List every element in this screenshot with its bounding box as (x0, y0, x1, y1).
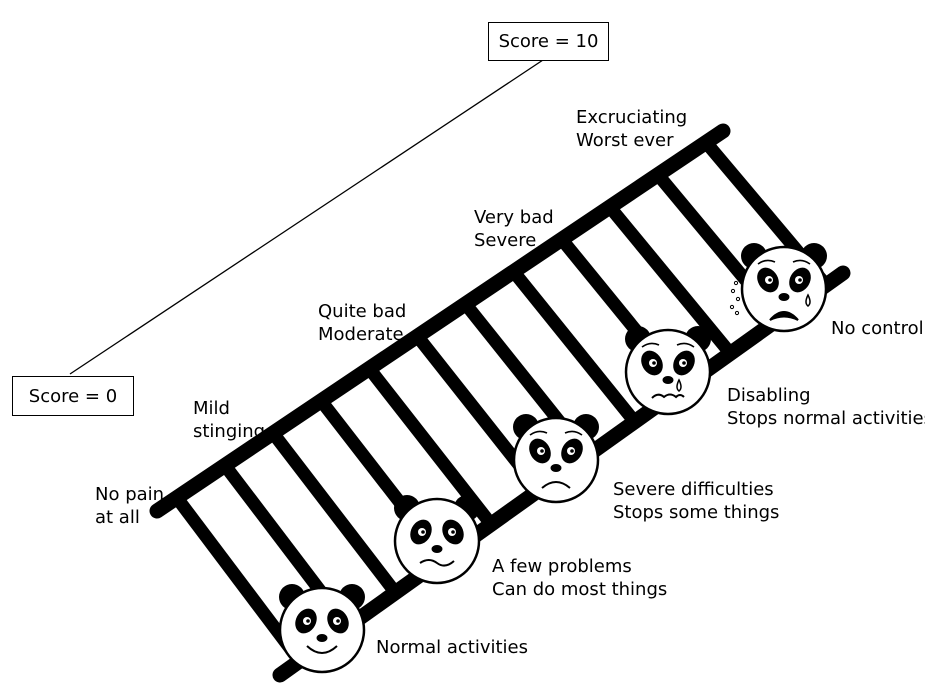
panda-pupil-right (451, 530, 455, 534)
score-top-box: Score = 10 (488, 22, 609, 61)
activity-label-line2: Can do most things (492, 579, 668, 600)
panda-head (624, 328, 712, 416)
activity-label-line1: Disabling (727, 385, 811, 406)
pain-label-excruciating: Excruciating Worst ever (576, 106, 687, 152)
pain-label-line2: Worst ever (576, 130, 674, 151)
activity-label-line1: Normal activities (376, 637, 528, 658)
panda-pupil-left (652, 361, 656, 365)
activity-label-line1: A few problems (492, 556, 632, 577)
sweat-drop-icon (730, 288, 736, 294)
panda-faces (278, 243, 828, 674)
panda-face-no-control (729, 243, 828, 333)
pain-label-line1: Excruciating (576, 107, 688, 128)
panda-pupil-left (768, 278, 772, 282)
panda-pupil-right (798, 278, 802, 282)
panda-head (393, 497, 481, 585)
panda-mouth (306, 645, 338, 654)
activity-label-severe-difficulties: Severe difficulties Stops some things (613, 478, 779, 524)
panda-nose (550, 464, 562, 472)
panda-pupil-right (682, 361, 686, 365)
panda-nose (662, 376, 674, 384)
activity-label-line1: Severe difficulties (613, 479, 774, 500)
panda-head (278, 586, 366, 674)
panda-mouth (769, 311, 799, 321)
pain-label-no-pain: No pain at all (95, 483, 164, 529)
pain-label-line2: Moderate (318, 324, 404, 345)
panda-face-few-problems (393, 495, 481, 585)
panda-brow-right (792, 259, 811, 265)
pain-label-line1: Quite bad (318, 301, 407, 322)
ladder-rung (604, 202, 736, 358)
panda-brow-left (641, 342, 660, 348)
pain-label-line2: Severe (474, 230, 537, 251)
sweat-drop-icon (733, 280, 739, 286)
pain-label-severe: Very bad Severe (474, 206, 554, 252)
activity-label-line1: No control (831, 318, 924, 339)
panda-face-disabling (624, 326, 712, 416)
pain-label-line1: Very bad (474, 207, 554, 228)
panda-pupil-left (540, 449, 544, 453)
activity-label-line2: Stops some things (613, 502, 780, 523)
activity-label-normal: Normal activities (376, 636, 528, 659)
panda-nose (431, 545, 443, 553)
panda-pupil-right (336, 619, 340, 623)
panda-mouth (651, 393, 685, 399)
pain-label-moderate: Quite bad Moderate (318, 300, 406, 346)
sweat-drop-icon (734, 310, 740, 316)
pain-label-mild: Mild stinging (193, 397, 265, 443)
panda-mouth (541, 481, 571, 489)
panda-pupil-left (421, 530, 425, 534)
score-connector-line (69, 55, 550, 375)
score-bottom-box: Score = 0 (12, 376, 134, 416)
tear-drop-icon (805, 293, 811, 307)
panda-head (512, 416, 600, 504)
panda-face-normal-activities (278, 584, 366, 674)
pain-label-line2: stinging (193, 421, 266, 442)
panda-mouth (419, 559, 455, 567)
panda-brow-left (529, 430, 548, 436)
activity-label-line2: Stops normal activities (727, 408, 925, 429)
tear-drop-icon (676, 378, 682, 392)
panda-nose (316, 634, 328, 642)
ladder-rung (267, 429, 401, 597)
panda-pupil-left (306, 619, 310, 623)
activity-label-few-problems: A few problems Can do most things (492, 555, 667, 601)
pain-label-line1: Mild (193, 398, 230, 419)
ladder-rung (508, 267, 640, 426)
sweat-drop-icon (735, 296, 741, 302)
panda-brow-left (757, 259, 776, 265)
pain-label-line2: at all (95, 507, 140, 528)
activity-label-no-control: No control (831, 317, 924, 340)
sweat-drop-icon (729, 304, 735, 310)
ladder-top-rail (149, 123, 731, 519)
panda-pupil-right (570, 449, 574, 453)
panda-brow-right (564, 430, 583, 436)
activity-label-disabling: Disabling Stops normal activities (727, 384, 925, 430)
panda-head (740, 245, 828, 333)
pain-label-line1: No pain (95, 484, 165, 505)
panda-nose (778, 293, 790, 301)
panda-brow-right (676, 342, 695, 348)
panda-face-severe-difficulties (512, 414, 600, 504)
